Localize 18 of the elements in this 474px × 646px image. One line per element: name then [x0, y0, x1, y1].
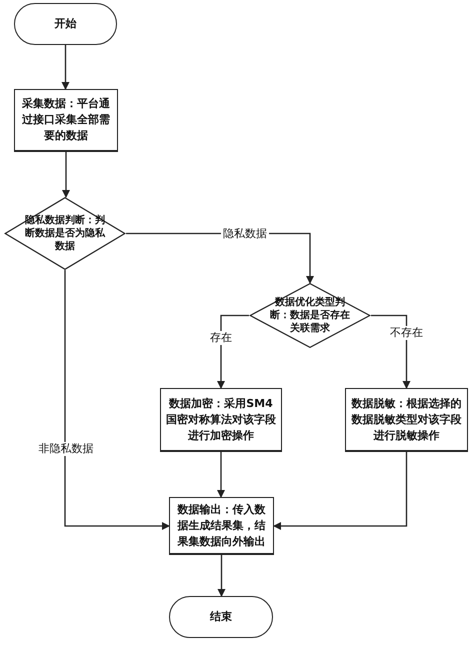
arrow — [64, 270, 170, 530]
edge-label: 隐私数据 — [221, 226, 269, 240]
process-box: 数据脱敏：根据选择的数据脱敏类型对该字段进行脱敏操作 — [345, 388, 468, 452]
edge-label: 不存在 — [388, 326, 425, 340]
arrow — [62, 152, 70, 198]
process-box: 采集数据：平台通过接口采集全部需要的数据 — [14, 89, 118, 152]
arrow — [62, 45, 70, 90]
edge-label: 非隐私数据 — [36, 442, 96, 456]
arrow — [218, 555, 226, 597]
start-terminator: 开始 — [14, 3, 117, 45]
process-box: 数据输出：传入数据生成结果集，结果集数据向外输出 — [169, 497, 274, 555]
arrow — [371, 314, 410, 389]
arrow — [273, 452, 408, 530]
end-terminator: 结束 — [169, 596, 273, 638]
edge-label: 存在 — [208, 331, 234, 345]
decision-text: 数据优化类型判断：数据是否存在关联需求 — [270, 296, 350, 335]
process-box: 数据加密：采用SM4国密对称算法对该字段进行加密操作 — [160, 388, 282, 452]
arrow — [217, 452, 225, 498]
